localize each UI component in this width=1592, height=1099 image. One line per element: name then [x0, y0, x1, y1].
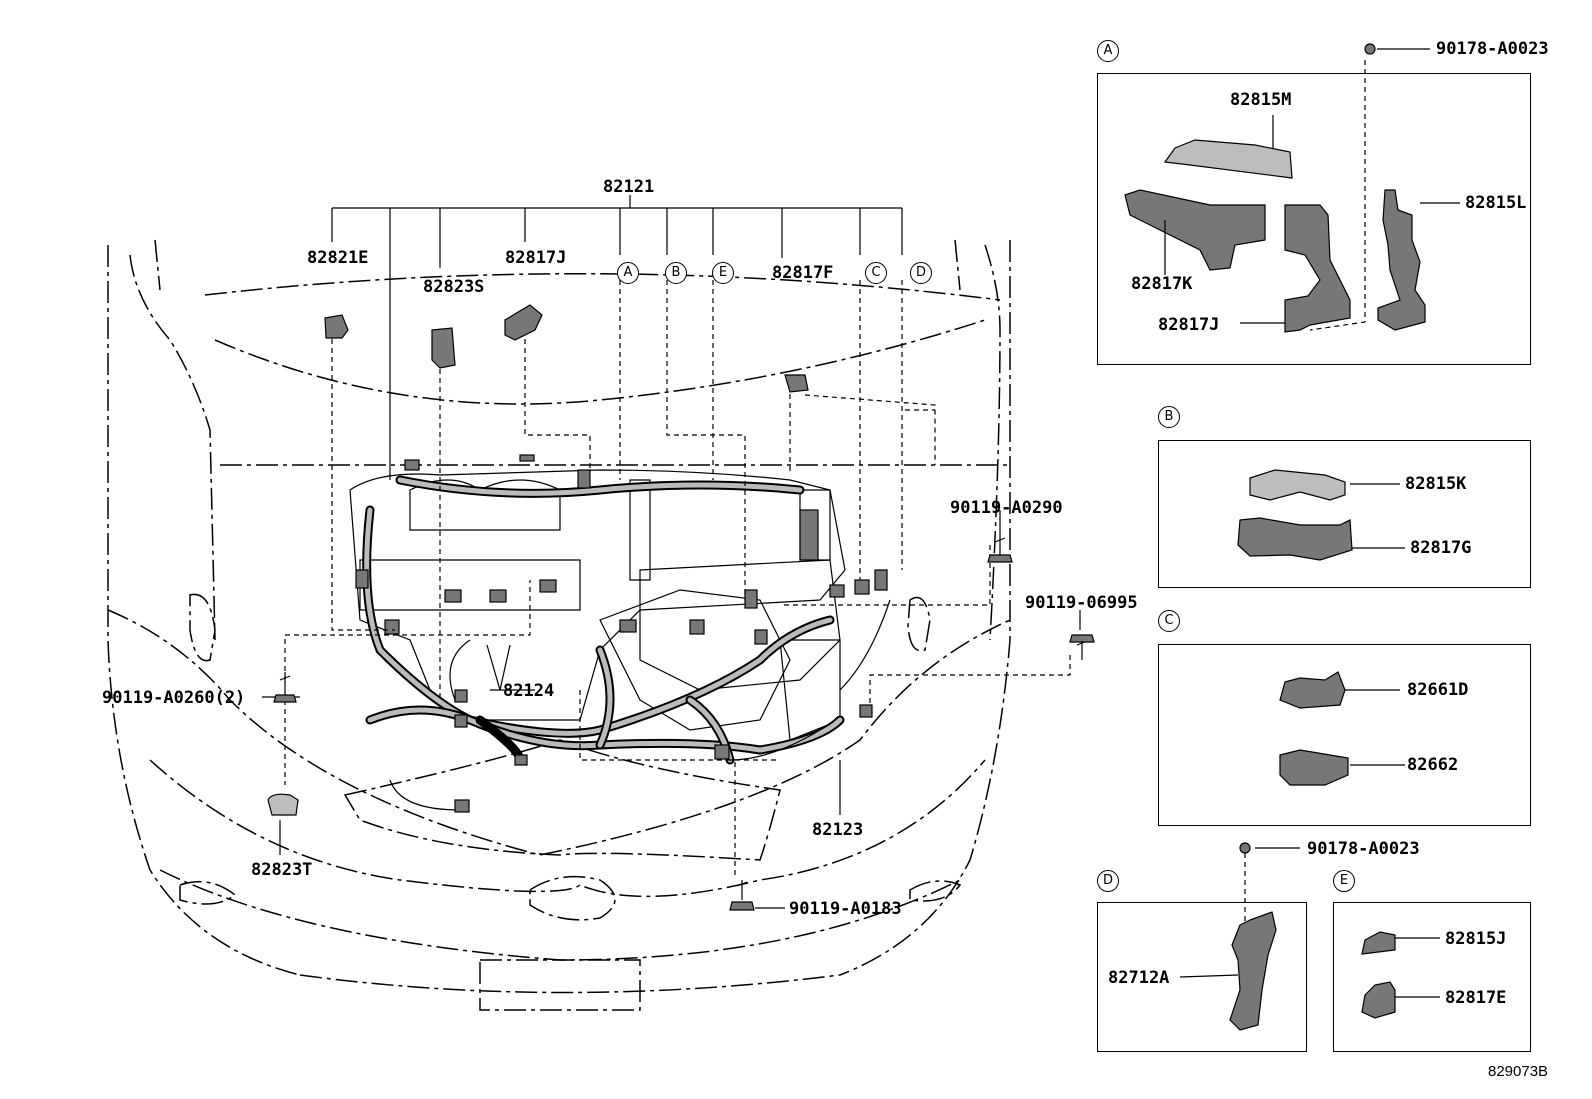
- main-view-parts: [267, 304, 1095, 911]
- detail-d-tag: D: [1097, 870, 1119, 892]
- bolt-icon: [729, 880, 755, 911]
- detail-a-tag: A: [1097, 40, 1119, 62]
- detail-e-drawing: [1361, 931, 1440, 1019]
- detail-d-frame: [1097, 902, 1307, 1052]
- detail-c-drawing: [1279, 671, 1405, 786]
- engine-harness-assembly: [349, 454, 891, 813]
- label-82815K: 82815K: [1405, 474, 1467, 494]
- bolt-icon: [273, 672, 297, 703]
- label-82121: 82121: [603, 177, 655, 197]
- leader-lines: [262, 195, 1081, 909]
- label-82823S: 82823S: [423, 277, 485, 297]
- label-82817J-main: 82817J: [505, 248, 567, 268]
- detail-b-tag: B: [1158, 406, 1180, 428]
- label-82817G: 82817G: [1410, 538, 1472, 558]
- label-82821E: 82821E: [307, 248, 369, 268]
- detail-c-frame: [1158, 644, 1531, 826]
- label-82661D: 82661D: [1407, 680, 1469, 700]
- callout-a: A: [617, 262, 639, 284]
- detail-b-frame: [1158, 440, 1531, 588]
- callout-e: E: [712, 262, 734, 284]
- detail-e-frame: [1333, 902, 1531, 1052]
- detail-d-drawing: [1179, 842, 1300, 1031]
- vehicle-body-phantom: [107, 239, 1011, 1011]
- label-82815L: 82815L: [1465, 193, 1527, 213]
- label-90119-A0290: 90119-A0290: [950, 498, 1063, 518]
- label-82815J: 82815J: [1445, 929, 1507, 949]
- detail-e-tag: E: [1333, 870, 1355, 892]
- label-90178-A0023-a: 90178-A0023: [1436, 39, 1549, 59]
- bolt-icon: [1069, 634, 1095, 660]
- label-90119-A0183: 90119-A0183: [789, 899, 902, 919]
- figure-number: 829073B: [1488, 1063, 1549, 1080]
- label-82815M: 82815M: [1230, 90, 1292, 110]
- label-82124: 82124: [503, 681, 555, 701]
- label-82817K: 82817K: [1131, 274, 1193, 294]
- detail-a-drawing: [1124, 43, 1460, 333]
- label-82817F: 82817F: [772, 263, 834, 283]
- label-82662: 82662: [1407, 755, 1459, 775]
- detail-b-drawing: [1237, 469, 1405, 561]
- label-90119-A0260: 90119-A0260(2): [102, 688, 246, 708]
- detail-c-tag: C: [1158, 610, 1180, 632]
- callout-b: B: [665, 262, 687, 284]
- label-82817J-detail: 82817J: [1158, 315, 1220, 335]
- callout-c: C: [865, 262, 887, 284]
- callout-d: D: [910, 262, 932, 284]
- detail-a-frame: [1097, 73, 1531, 365]
- label-82123: 82123: [812, 820, 864, 840]
- label-82817E: 82817E: [1445, 988, 1507, 1008]
- label-82823T: 82823T: [251, 860, 313, 880]
- label-82712A: 82712A: [1108, 968, 1170, 988]
- label-90178-A0023-d: 90178-A0023: [1307, 839, 1420, 859]
- bolt-icon: [987, 535, 1013, 563]
- label-90119-06995: 90119-06995: [1025, 593, 1138, 613]
